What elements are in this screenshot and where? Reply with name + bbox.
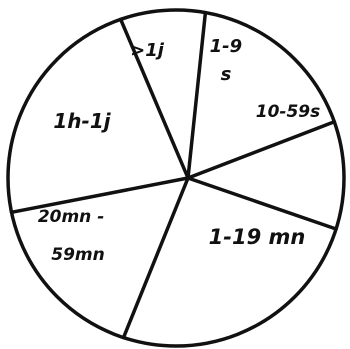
pie-slice-20mn-59mn [11, 178, 188, 338]
pie-labels: 1-9 s 10-59s 1-19 mn 20mn - 59mn 1h-1j >… [38, 36, 320, 265]
pie-slice-1-9s [188, 12, 335, 178]
pie-slice-1h-1j [7, 19, 189, 213]
pie-slice-1-19mn [123, 178, 337, 347]
pie-divider-line [9, 176, 190, 215]
slice-label-10-59s: 10-59s [256, 102, 321, 122]
slice-label-20mn-59mn: 20mn - 59mn [38, 207, 110, 265]
pie-divider-line [186, 176, 338, 231]
pie-divider-line [118, 17, 190, 180]
pie-divider-line [121, 176, 190, 340]
pie-wedges [7, 10, 345, 347]
slice-label-gt1j: >1j [130, 40, 165, 61]
slice-label-1-19mn: 1-19 mn [209, 225, 306, 249]
pie-slice-10-59s [188, 121, 345, 229]
pie-divider-line [186, 120, 337, 180]
pie-dividers [9, 10, 338, 340]
pie-rim [6, 8, 346, 348]
slice-label-1h-1j: 1h-1j [53, 109, 111, 133]
pie-divider-line [186, 10, 208, 180]
slice-label-1-9s: 1-9 s [210, 36, 249, 85]
pie-slice-gt1j [120, 10, 206, 178]
